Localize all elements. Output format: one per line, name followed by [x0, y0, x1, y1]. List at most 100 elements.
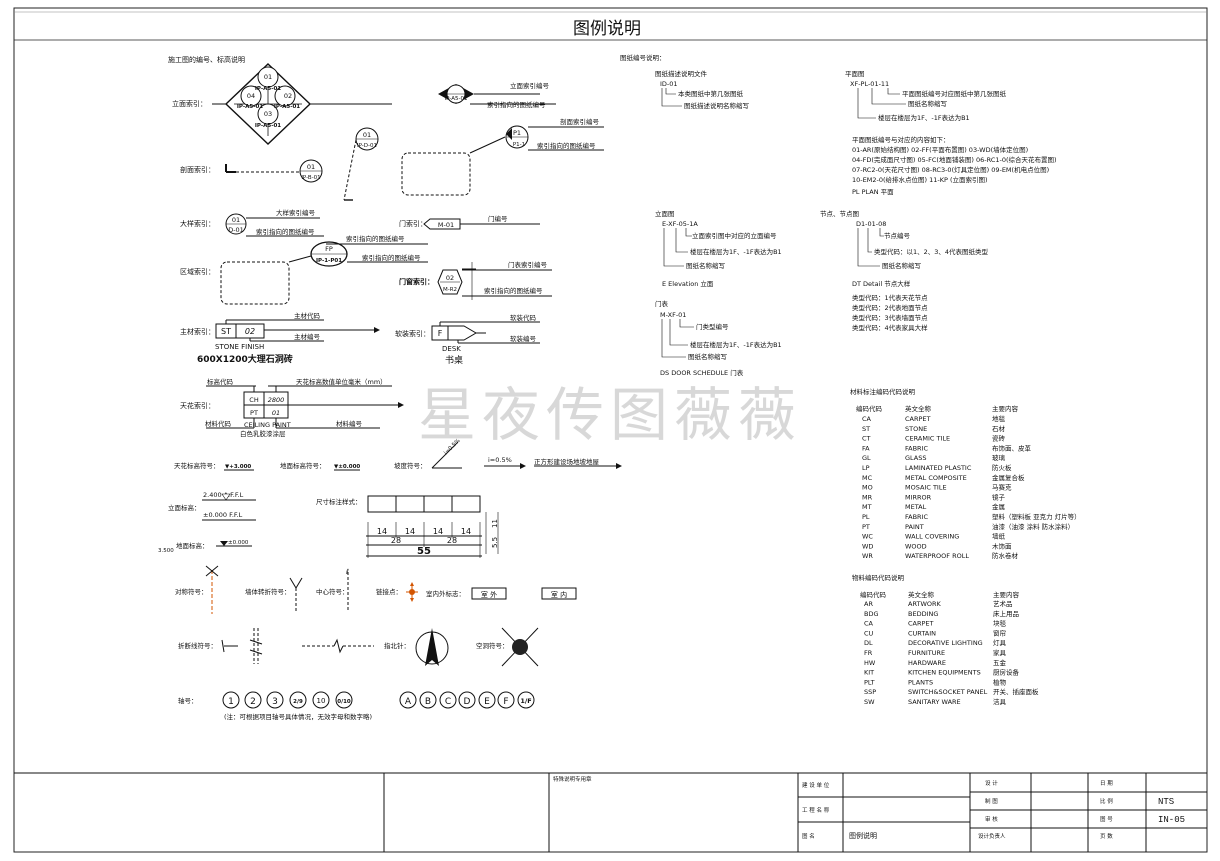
- material-row-11-col-2: 油漆（油漆 涂料 防水涂料）: [992, 522, 1074, 531]
- material-header-cn: 主要内容: [992, 404, 1019, 413]
- elev-note2: 楼层在楼层为1F、-1F表达为B1: [690, 247, 782, 256]
- detail-code: D1-01-08: [856, 220, 886, 228]
- elev-val2: ±0.000 F.F.L: [203, 511, 243, 519]
- ceil-box-br: 01: [272, 409, 280, 417]
- dim-num-1: 14: [377, 527, 387, 536]
- axis-num-4: 2/9: [293, 699, 303, 705]
- material-index-box: ST 02: [215, 323, 265, 339]
- detail-note2: 索引指向的图纸编号: [256, 227, 315, 236]
- dim-sub-1: 28: [391, 536, 401, 545]
- item-row-5-col-1: FURNITURE: [908, 649, 945, 657]
- axis-note: (注：可根据项目轴号具体情况，无效字母和数字略): [224, 712, 372, 721]
- detail-bot: D-01: [228, 226, 244, 234]
- area-note2: 索引指向的图纸编号: [362, 253, 421, 262]
- material-row-8-col-2: 镜子: [992, 492, 1006, 501]
- ceil-mat-num: 材料编号: [336, 419, 363, 428]
- ref-doc-title: 图纸描述说明文件: [655, 69, 708, 78]
- sec-tag2: IP-B-01: [301, 175, 320, 181]
- dim-num-4: 14: [461, 527, 471, 536]
- ceil-en: CEILING PAINT: [244, 421, 291, 429]
- section-index-bubble: 01 IP-D-01: [355, 127, 379, 151]
- material-title: 材料标注编码代码说明: [850, 387, 916, 396]
- tb-drawing-label: 图 名: [802, 832, 815, 840]
- material-row-4-col-2: 玻璃: [992, 453, 1006, 462]
- material-row-14-col-0: WR: [862, 552, 873, 560]
- material-row-2-col-1: CERAMIC TILE: [905, 435, 950, 443]
- item-row-10-col-0: SW: [864, 698, 875, 706]
- elev-single-tag: IP-A5-01: [445, 96, 468, 102]
- item-row-4-col-0: DL: [864, 639, 873, 647]
- window-note1: 门表索引编号: [508, 260, 548, 269]
- item-row-7-col-0: KIT: [864, 669, 874, 677]
- item-row-3-col-2: 窗帘: [993, 628, 1007, 637]
- item-row-0-col-1: ARTWORK: [908, 600, 942, 608]
- section-index-label: 剖面索引：: [180, 165, 215, 174]
- item-row-0-col-2: 艺术品: [993, 599, 1013, 608]
- tb-no-value: IN-05: [1158, 815, 1185, 825]
- material-row-12-col-1: WALL COVERING: [905, 533, 959, 541]
- title-block: 特殊说明专用章 建 设 单 位 工 程 名 称 图 名 图例说明 设 计 制 图…: [14, 772, 1207, 852]
- material-row-1-col-2: 石材: [992, 424, 1006, 433]
- elev-tag-top: IP-A5-01: [255, 86, 281, 92]
- material-row-9-col-1: METAL: [905, 503, 927, 511]
- item-row-1-col-0: BDG: [864, 610, 879, 618]
- tb-scale-value: NTS: [1158, 797, 1174, 807]
- material-row-2-col-0: CT: [862, 435, 871, 443]
- material-row-3-col-2: 布饰面、皮革: [992, 443, 1032, 452]
- material-row-1-col-0: ST: [862, 425, 870, 433]
- plan-code-line-5: PL PLAN 平面: [852, 188, 894, 196]
- item-row-7-col-1: KITCHEN EQUIPMENTS: [908, 669, 981, 677]
- slope-note: 正方形建设场地坡地屋: [534, 457, 600, 466]
- detail-type-3: 类型代码：3代表墙面节点: [852, 313, 928, 322]
- wall-turn-symbol: [289, 577, 303, 612]
- elev-tag-right: IP-A5-01: [274, 104, 300, 110]
- dim-sub-2: 28: [447, 536, 457, 545]
- door-title: 门表: [655, 299, 669, 308]
- item-row-10-col-1: SANITARY WARE: [908, 698, 961, 706]
- window-note2: 索引指向的图纸编号: [484, 286, 543, 295]
- tb-lead-label: 设计负责人: [978, 832, 1006, 840]
- door-note: 门编号: [488, 214, 508, 223]
- ceil-code-label: 标高代码: [207, 377, 234, 386]
- ceil-box-tl: CH: [249, 396, 259, 404]
- slope-label: 坡度符号：: [394, 461, 427, 470]
- material-row-2-col-2: 瓷砖: [992, 434, 1006, 443]
- item-row-10-col-2: 洁具: [993, 697, 1007, 706]
- connect-label: 链接点：: [376, 587, 402, 596]
- ceil-height-note: 天花标高数值单位毫米（mm）: [296, 377, 387, 386]
- plan-title: 平面图: [845, 70, 865, 78]
- axis-label: 轴号：: [178, 696, 198, 705]
- tb-check-label: 审 核: [985, 815, 998, 823]
- detail-note1: 大样索引编号: [276, 208, 316, 217]
- out-box-text: 室 内: [551, 590, 567, 599]
- item-row-6-col-1: HARDWARE: [908, 659, 946, 667]
- item-row-8-col-0: PLT: [864, 678, 875, 686]
- plan-code-line-3: 07-RC2-0(天花尺寸图) 08-RC3-0(灯具定位图) 09-EM(机电…: [852, 165, 1049, 174]
- ground-val: ±0.000: [228, 540, 249, 546]
- plan-note3: 楼层在楼层为1F、-1F表达为B1: [878, 113, 970, 122]
- ceil-mat-code: 材料代码: [205, 419, 232, 428]
- outer-border: [13, 7, 1208, 853]
- material-row-1-col-1: STONE: [905, 425, 927, 433]
- ceil-elev-tag: ▼+3.000: [225, 464, 251, 470]
- sec-bubble-tag: P1-1: [513, 142, 525, 148]
- ceil-elev-symbol-label: 天花标高符号：: [174, 461, 220, 470]
- detail-type-1: 类型代码：1代表天花节点: [852, 293, 928, 302]
- drawing-no-title: 图纸编号说明：: [620, 53, 666, 62]
- material-row-14-col-2: 防水卷材: [992, 551, 1019, 560]
- ceil-box-bl: PT: [250, 409, 258, 417]
- tb-page-label: 页 数: [1100, 832, 1113, 840]
- axis-num-1: 1: [228, 697, 234, 707]
- axis-letter-f: F: [503, 697, 508, 707]
- material-index-label: 主材索引：: [180, 327, 215, 336]
- dim-chain: 14 14 14 14 28 28 55 11 5.5: [366, 512, 499, 558]
- item-row-2-col-1: CARPET: [908, 620, 934, 628]
- area-oval-bot: IP-1-P01: [316, 258, 342, 264]
- detail-abbr: DT Detail 节点大样: [852, 279, 911, 288]
- ground-sub: 3.500: [158, 548, 174, 554]
- dim-num-3: 14: [433, 527, 443, 536]
- elev-abbr: E Elevation 立面: [662, 279, 714, 288]
- mat-note2: 主材编号: [294, 332, 321, 341]
- detail-note3: 图纸名称缩写: [882, 261, 921, 270]
